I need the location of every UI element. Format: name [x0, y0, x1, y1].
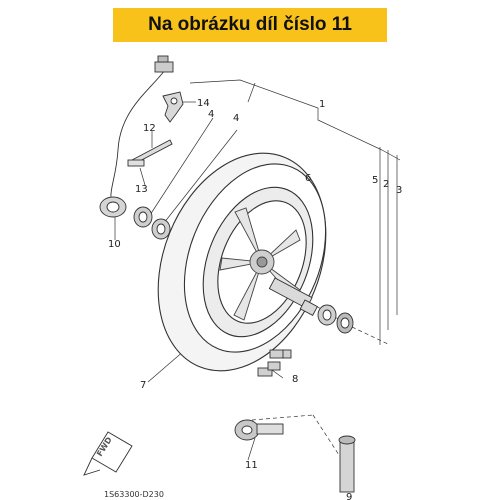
axle: [338, 435, 356, 493]
callouts: 1 2 3 4 4 5 6 7 8 9 10 11 12 13 14: [108, 98, 402, 500]
bearings-left: [133, 206, 171, 240]
callout-8: 8: [292, 374, 298, 385]
fwd-arrow-icon: [83, 431, 133, 476]
axle-nut: [234, 419, 284, 441]
callout-7: 7: [140, 380, 146, 391]
sensor-assembly: [99, 55, 174, 218]
callout-6: 6: [305, 173, 311, 184]
callout-13: 13: [135, 184, 148, 195]
callout-10: 10: [108, 239, 121, 250]
callout-3: 3: [396, 185, 402, 196]
drawing-code: 1S63300-D230: [104, 490, 164, 499]
callout-11: 11: [245, 460, 258, 471]
bracket: [162, 91, 184, 123]
callout-2: 2: [383, 179, 389, 190]
header-banner: Na obrázku díl číslo 11: [113, 8, 387, 42]
valve-parts: [257, 349, 292, 377]
bearings-right: [299, 299, 354, 334]
callout-12: 12: [143, 123, 156, 134]
callout-14: 14: [197, 98, 210, 109]
callout-5: 5: [372, 175, 378, 186]
callout-1: 1: [319, 99, 325, 110]
callout-4b: 4: [233, 113, 239, 124]
callout-4a: 4: [208, 109, 214, 120]
cable-clamp: [127, 159, 145, 167]
page-title: Na obrázku díl číslo 11: [148, 14, 352, 35]
callout-9: 9: [346, 492, 352, 500]
